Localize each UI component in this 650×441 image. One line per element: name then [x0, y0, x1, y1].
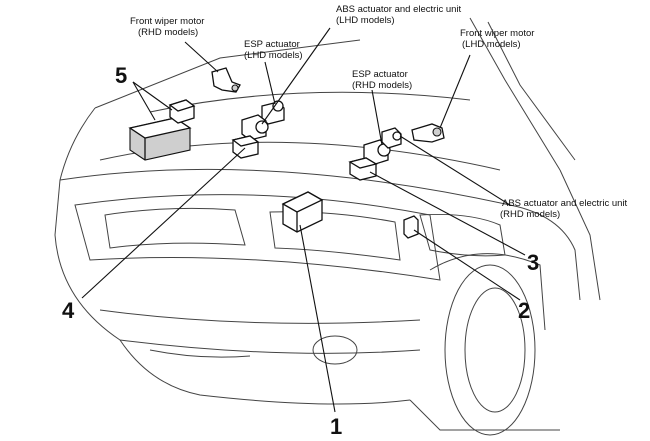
abs-actuator-lhd: [241, 114, 269, 141]
left-body-edge: [54, 179, 61, 236]
component-5-box-small: [168, 99, 196, 124]
leader-1: [299, 224, 336, 413]
callout-numbers: 5 4 3 2 1: [62, 63, 539, 439]
leader-abs-rhd: [399, 135, 511, 206]
leader-wiper-rhd: [184, 41, 219, 73]
right-pillar-inner: [487, 21, 576, 161]
front-wheel-outer: [444, 264, 536, 436]
leader-5-small: [132, 81, 173, 111]
leader-abs-lhd: [261, 27, 331, 125]
bumper-bottom: [119, 339, 411, 405]
leader-3: [369, 171, 526, 256]
leader-4: [81, 147, 246, 299]
leader-esp-lhd: [264, 61, 276, 105]
right-fender: [509, 204, 581, 301]
callout-3: 3: [527, 250, 539, 275]
wheel-arch: [429, 253, 546, 331]
windshield-left-pillar: [94, 39, 361, 109]
callout-2: 2: [518, 298, 530, 323]
bumper-slot: [149, 349, 251, 358]
label-abs-lhd-line1: ABS actuator and electric unit: [336, 4, 462, 15]
front-wiper-motor-lhd: [411, 123, 445, 143]
windshield-base: [149, 91, 471, 113]
callout-5: 5: [115, 63, 127, 88]
fog-lamp: [312, 335, 358, 365]
bumper-lower-lip: [99, 309, 421, 324]
abs-actuator-rhd: [381, 127, 402, 149]
front-wiper-motor-rhd: [211, 67, 241, 93]
label-abs-rhd-line2: (RHD models): [500, 209, 560, 220]
grille-frame: [74, 194, 441, 281]
label-front-wiper-rhd-line1: Front wiper motor: [130, 16, 204, 27]
label-esp-rhd-line1: ESP actuator: [352, 69, 408, 80]
hood-front-edge: [59, 168, 511, 206]
label-abs-rhd-line1: ABS actuator and electric unit: [502, 198, 628, 209]
callout-1: 1: [330, 414, 342, 439]
lower-body-right: [409, 399, 560, 431]
label-esp-rhd-line2: (RHD models): [352, 80, 412, 91]
component-5-box-large: [128, 117, 192, 161]
leader-2: [413, 229, 521, 301]
label-front-wiper-rhd-line2: (RHD models): [138, 27, 198, 38]
bumper-top: [54, 234, 421, 354]
leader-esp-rhd: [371, 89, 383, 146]
label-esp-lhd-line1: ESP actuator: [244, 39, 300, 50]
right-door-line: [559, 169, 601, 301]
front-wheel-inner: [464, 287, 526, 413]
hood-left-edge: [59, 107, 96, 181]
leader-lines: [81, 27, 526, 413]
label-abs-lhd-line2: (LHD models): [336, 15, 395, 26]
component-2-part: [403, 215, 419, 239]
right-pillar: [469, 17, 561, 171]
label-front-wiper-lhd-line1: Front wiper motor: [460, 28, 534, 39]
leader-wiper-lhd: [439, 54, 471, 129]
callout-4: 4: [62, 298, 75, 323]
label-front-wiper-lhd-line2: (LHD models): [462, 39, 521, 50]
grille-opening-left: [104, 207, 246, 249]
text-labels: Front wiper motor (RHD models) ABS actua…: [130, 4, 628, 220]
label-esp-lhd-line2: (LHD models): [244, 50, 303, 61]
leader-5-large: [132, 81, 156, 121]
component-1-box: [281, 191, 324, 233]
component-4-box: [231, 135, 260, 159]
component-3-box: [348, 157, 378, 181]
